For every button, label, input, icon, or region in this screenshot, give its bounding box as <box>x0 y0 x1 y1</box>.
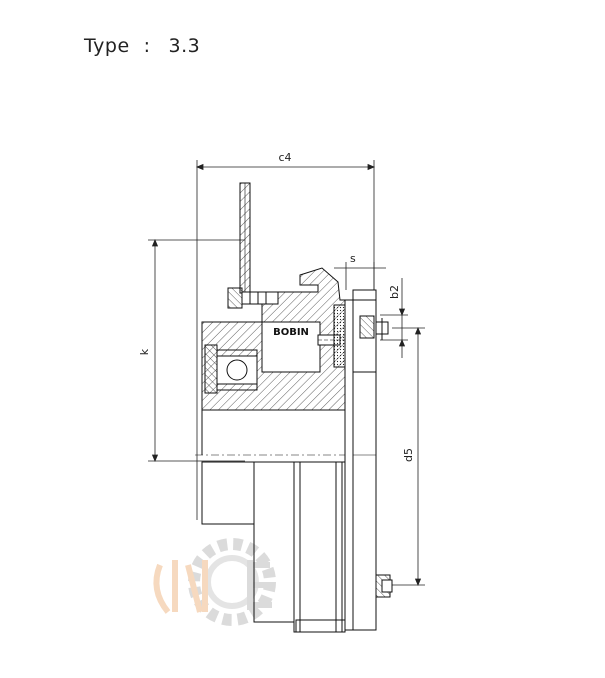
lever-arm <box>239 182 251 294</box>
coil-label: BOBIN <box>273 327 309 338</box>
gear-logo-icon <box>153 538 276 626</box>
friction-lining <box>333 304 346 368</box>
right-bolt-top <box>359 315 389 340</box>
dimension-b2-label: b2 <box>388 285 401 299</box>
dimension-c4-label: c4 <box>278 151 291 164</box>
type-value: 3.3 <box>168 35 201 57</box>
dimension-k <box>148 238 245 463</box>
type-separator: : <box>143 35 151 57</box>
top-bolt <box>227 287 279 309</box>
dimension-s-label: s <box>350 252 356 265</box>
dimension-d5 <box>392 326 425 587</box>
lower-body <box>195 410 346 633</box>
type-label: Type <box>84 35 130 57</box>
dimension-k-label: k <box>138 348 151 355</box>
drawing-title: Type:3.3 <box>84 35 200 57</box>
right-bolt-bottom <box>375 574 393 598</box>
dimension-b2 <box>380 278 408 358</box>
dimension-s <box>334 262 386 290</box>
dimension-c4 <box>195 160 376 520</box>
armature-plate <box>344 289 377 631</box>
bearing <box>204 344 258 394</box>
dimension-d5-label: d5 <box>402 448 415 462</box>
